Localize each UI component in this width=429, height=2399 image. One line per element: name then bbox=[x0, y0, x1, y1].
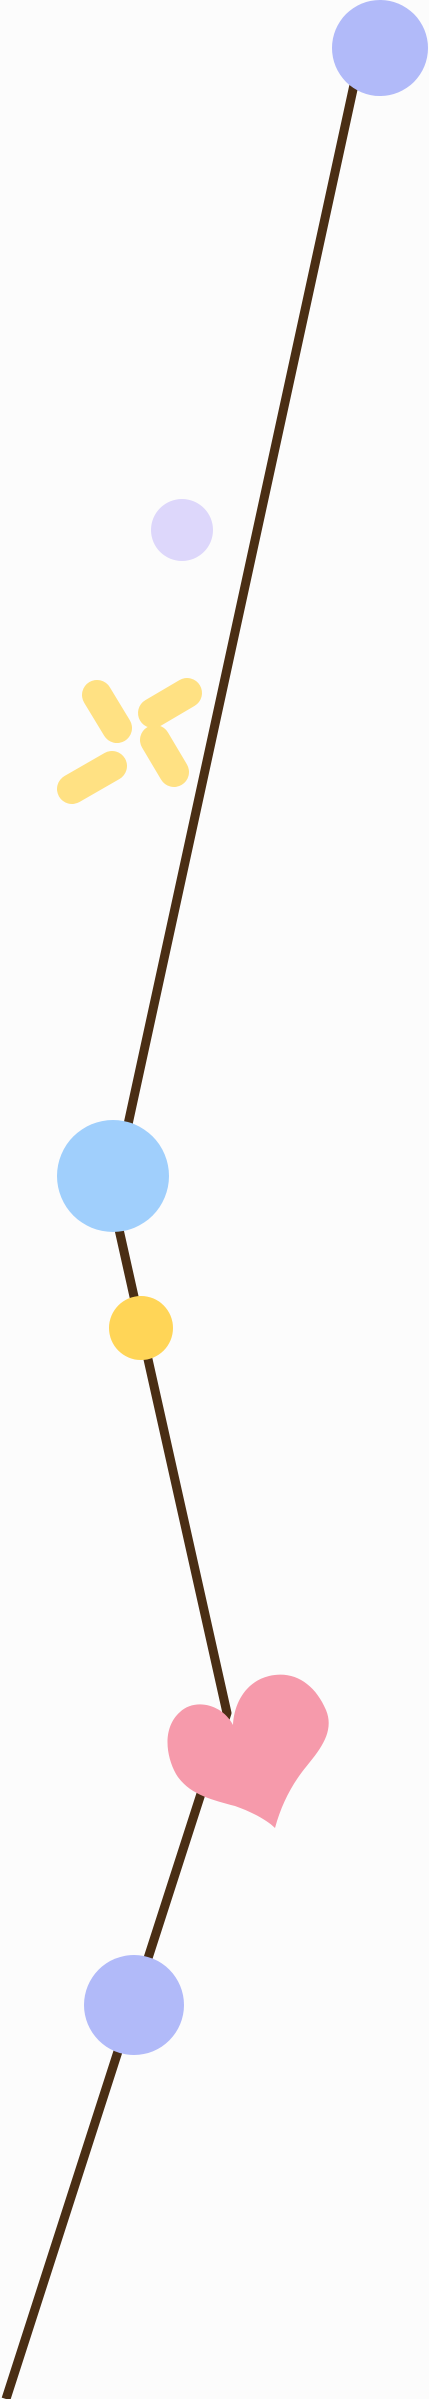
lavender-dot bbox=[151, 499, 213, 561]
periwinkle-dot-bottom bbox=[84, 1955, 184, 2055]
sparkle-icon bbox=[57, 678, 202, 804]
periwinkle-dot-top bbox=[332, 0, 428, 96]
timeline-path bbox=[1, 24, 372, 2399]
heart-icon bbox=[167, 1674, 329, 1828]
yellow-dot bbox=[109, 1296, 173, 1360]
sky-dot bbox=[57, 1120, 169, 1232]
